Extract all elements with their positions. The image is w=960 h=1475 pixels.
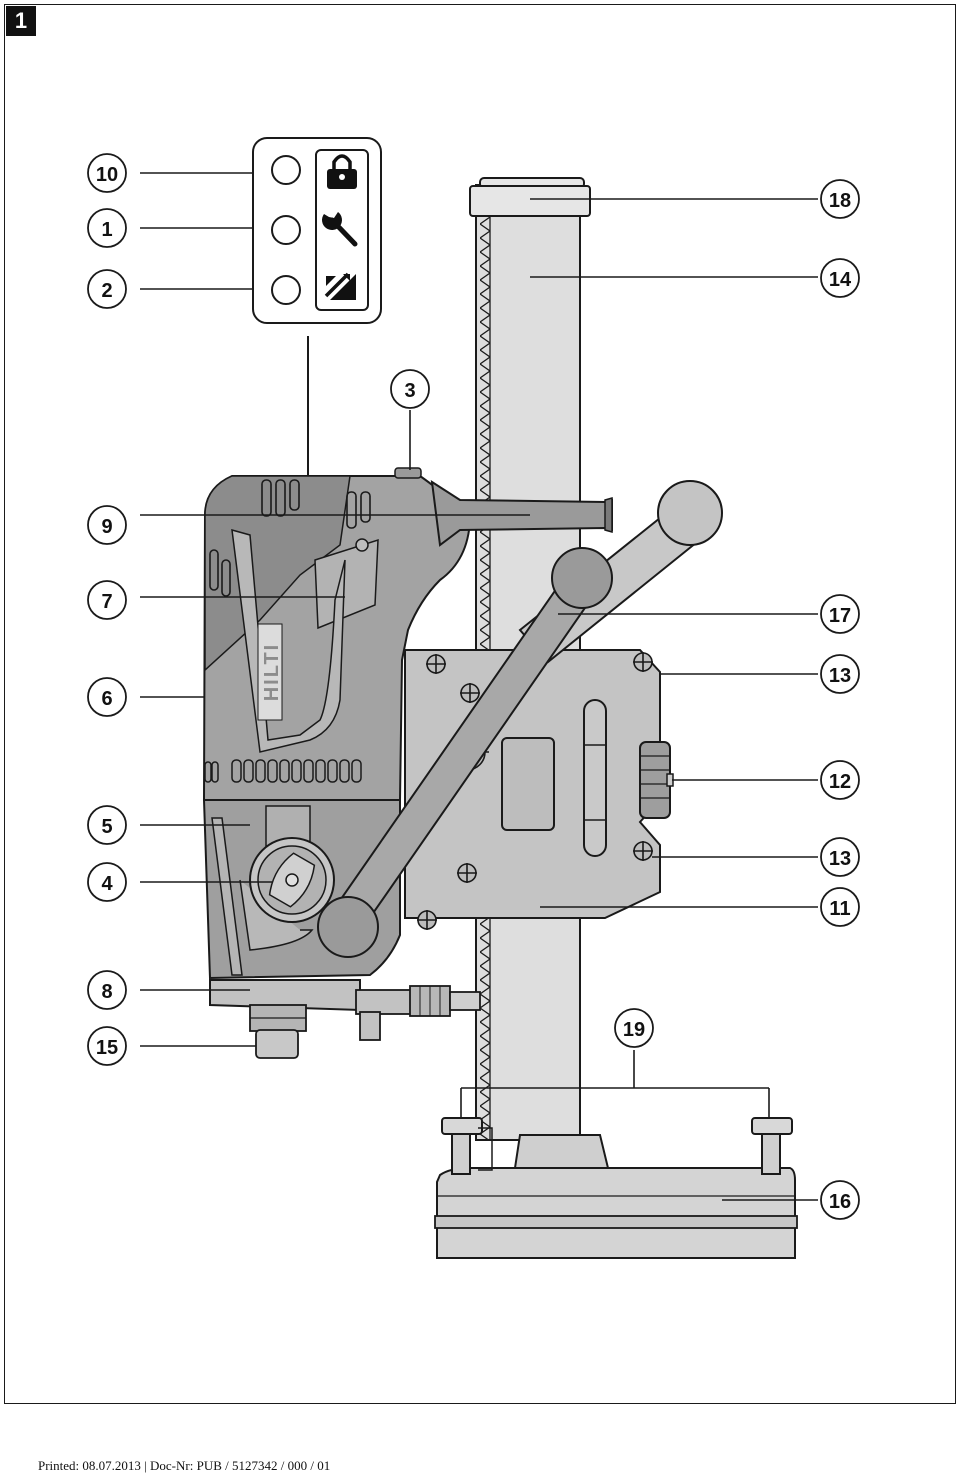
callout-12: 12 (820, 760, 860, 800)
indicator-light-lock (271, 155, 301, 185)
levelling-bolt-left (441, 1117, 483, 1175)
feed-handle-front (317, 547, 613, 958)
indicator-panel (252, 137, 382, 476)
callout-9: 9 (87, 505, 127, 545)
svg-text:3: 3 (404, 380, 415, 402)
svg-text:2: 2 (101, 280, 112, 302)
svg-text:14: 14 (829, 269, 852, 291)
callout-13-upper: 13 (820, 654, 860, 694)
callout-10: 10 (87, 153, 127, 193)
svg-text:8: 8 (101, 981, 112, 1003)
callout-2: 2 (87, 269, 127, 309)
gear-selector-knob (249, 837, 335, 923)
svg-text:9: 9 (101, 516, 112, 538)
callouts: 10 1 2 3 9 7 6 5 4 8 15 18 14 17 13 12 1… (87, 153, 860, 1220)
svg-text:4: 4 (101, 873, 113, 895)
lock-icon (327, 154, 357, 189)
callout-15: 15 (87, 1026, 127, 1066)
column-cap (469, 177, 591, 217)
svg-text:7: 7 (101, 591, 112, 613)
callout-6: 6 (87, 677, 127, 717)
callout-17: 17 (820, 594, 860, 634)
svg-text:HILTI: HILTI (261, 643, 283, 702)
callout-3: 3 (390, 369, 430, 409)
speed-arrow-icon (324, 272, 356, 300)
svg-text:10: 10 (96, 164, 118, 186)
indicator-light-service (271, 215, 301, 245)
svg-text:5: 5 (101, 816, 112, 838)
hilti-logo: HILTI (257, 623, 283, 721)
leader-lines (140, 172, 818, 1201)
base-plate (434, 1117, 798, 1259)
callout-7: 7 (87, 580, 127, 620)
svg-text:11: 11 (829, 898, 850, 920)
svg-text:13: 13 (829, 665, 851, 687)
callout-11: 11 (820, 887, 860, 927)
callout-13-lower: 13 (820, 837, 860, 877)
svg-text:18: 18 (829, 190, 851, 212)
print-footer: Printed: 08.07.2013 | Doc-Nr: PUB / 5127… (38, 1458, 331, 1473)
svg-text:19: 19 (623, 1019, 645, 1041)
callout-1: 1 (87, 208, 127, 248)
callout-14: 14 (820, 258, 860, 298)
indicator-light-speed (271, 275, 301, 305)
svg-text:1: 1 (101, 219, 112, 241)
callout-4: 4 (87, 862, 127, 902)
callout-5: 5 (87, 805, 127, 845)
callout-18: 18 (820, 179, 860, 219)
svg-text:6: 6 (101, 688, 112, 710)
svg-text:17: 17 (829, 605, 851, 627)
callout-16: 16 (820, 1180, 860, 1220)
callout-8: 8 (87, 970, 127, 1010)
wrench-icon (322, 212, 358, 247)
levelling-bolt-right (751, 1117, 793, 1175)
svg-text:15: 15 (96, 1037, 118, 1059)
figure-number-tag: 1 (6, 6, 36, 36)
figure-frame (4, 4, 956, 1404)
svg-text:13: 13 (829, 848, 851, 870)
svg-text:12: 12 (829, 771, 851, 793)
svg-text:16: 16 (829, 1191, 851, 1213)
clamp-knob (639, 741, 674, 819)
callout-19: 19 (614, 1008, 654, 1048)
